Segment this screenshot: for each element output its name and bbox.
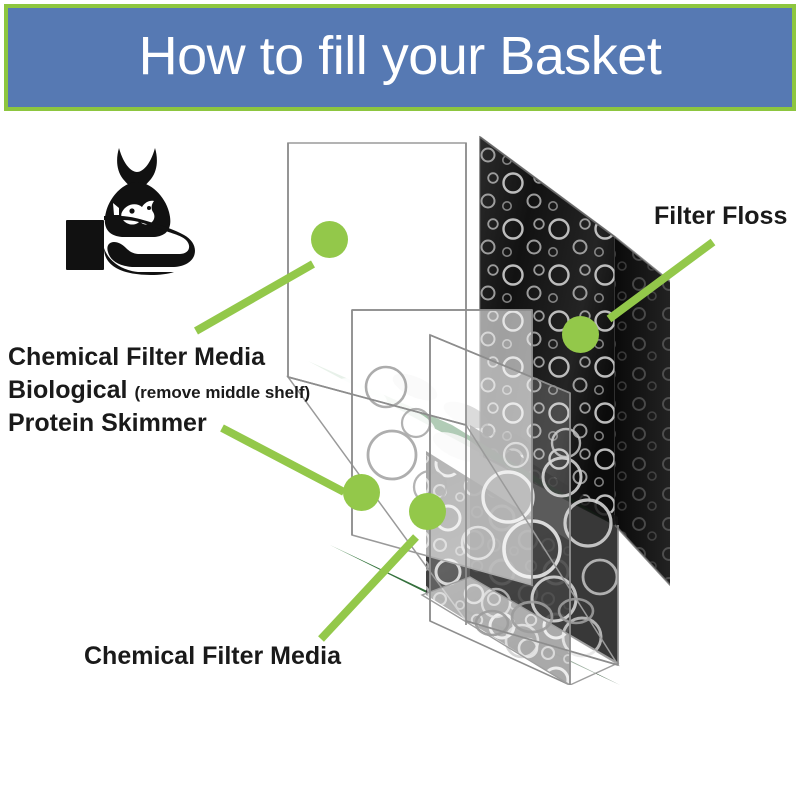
callout-dot-chemical-filter-media-top[interactable] bbox=[311, 221, 348, 258]
label-filter-floss: Filter Floss bbox=[654, 202, 788, 230]
label-biological: Biological bbox=[8, 376, 128, 404]
callout-dot-chemical-filter-media-lower[interactable] bbox=[409, 493, 446, 530]
label-biological-note: (remove middle shelf) bbox=[134, 383, 311, 402]
label-chemical-filter-media-bottom: Chemical Filter Media bbox=[84, 642, 342, 670]
fish-in-bag-in-hand-icon bbox=[62, 136, 212, 281]
label-group-left: Chemical Filter Media Biological (remove … bbox=[8, 345, 438, 436]
header-banner: How to fill your Basket bbox=[4, 4, 796, 111]
callout-dot-protein-skimmer[interactable] bbox=[343, 474, 380, 511]
label-biological-row: Biological (remove middle shelf) bbox=[8, 378, 438, 403]
page-title: How to fill your Basket bbox=[138, 25, 662, 86]
callout-dot-filter-floss[interactable] bbox=[562, 316, 599, 353]
acrylic-filter-basket-photo bbox=[270, 125, 670, 685]
label-chemical-filter-media-top: Chemical Filter Media bbox=[8, 343, 266, 371]
label-protein-skimmer: Protein Skimmer bbox=[8, 409, 207, 437]
